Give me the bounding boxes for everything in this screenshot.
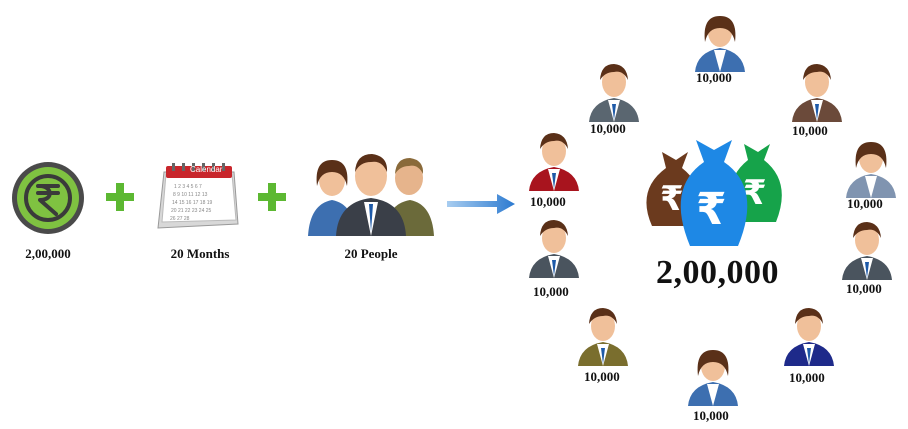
calendar-icon: 1 2 3 4 5 6 7 8 9 10 11 12 13 14 15 16 1… [154, 160, 242, 232]
svg-text:14 15 16 17 18 19: 14 15 16 17 18 19 [172, 200, 213, 206]
svg-text:₹: ₹ [696, 184, 727, 235]
duration-label: 20 Months [170, 246, 230, 261]
contributor-amount-label: 10,000 [533, 284, 569, 299]
contributor-amount-label: 10,000 [584, 369, 620, 384]
contributor-amount-label: 10,000 [530, 194, 566, 209]
contributor-amount-label: 10,000 [696, 70, 732, 85]
contributor-amount-label: 10,000 [693, 408, 729, 423]
svg-text:8 9 10 11 12 13: 8 9 10 11 12 13 [173, 192, 208, 198]
svg-text:₹: ₹ [660, 179, 684, 219]
contributor-person-icon [587, 62, 641, 122]
contributor-person-icon [576, 306, 630, 366]
contributor-person-icon [782, 306, 836, 366]
contributor-amount-label: 10,000 [792, 123, 828, 138]
contributor-person-icon [790, 62, 844, 122]
plus-icon [256, 181, 288, 213]
contributor-person-icon [840, 220, 894, 280]
svg-text:₹: ₹ [743, 173, 767, 213]
plus-icon [104, 181, 136, 213]
contributor-person-icon [527, 131, 581, 191]
arrow-right-icon [447, 192, 515, 216]
contributor-person-icon [527, 218, 581, 278]
svg-text:20 21 22 23 24 25: 20 21 22 23 24 25 [171, 208, 212, 214]
calendar-header-text: Calendar [190, 165, 223, 174]
pool-total-label: 2,00,000 [656, 254, 779, 291]
contributor-person-icon [686, 346, 740, 406]
group-people-icon [306, 152, 436, 236]
contributor-person-icon [844, 138, 898, 198]
contributor-amount-label: 10,000 [847, 196, 883, 211]
money-bags-icon: ₹ ₹ ₹ [640, 138, 792, 248]
contributor-person-icon [693, 12, 747, 72]
people-label: 20 People [344, 246, 398, 261]
contributor-amount-label: 10,000 [590, 121, 626, 136]
money-label: 2,00,000 [25, 246, 71, 261]
contributor-amount-label: 10,000 [846, 281, 882, 296]
svg-text:1 2 3 4 5 6 7: 1 2 3 4 5 6 7 [174, 184, 202, 190]
svg-text:26 27 28: 26 27 28 [170, 216, 190, 222]
contributor-amount-label: 10,000 [789, 370, 825, 385]
rupee-coin-icon [10, 160, 86, 236]
